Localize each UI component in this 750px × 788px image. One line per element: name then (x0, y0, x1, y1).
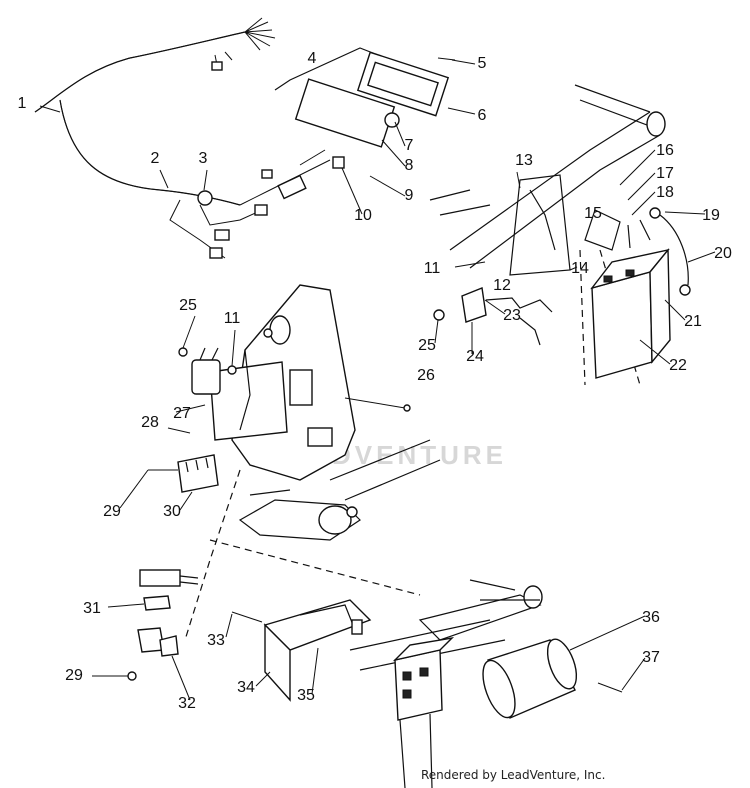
callout-15: 15 (584, 205, 602, 222)
wire-route-dashed-2 (209, 539, 421, 596)
callout-14: 14 (571, 260, 589, 277)
callout-32: 32 (178, 695, 196, 712)
solenoid (392, 636, 455, 788)
callout-27: 27 (173, 405, 191, 422)
callout-30: 30 (163, 503, 181, 520)
callout-25: 25 (179, 297, 197, 314)
flasher-unit (178, 347, 237, 395)
tail-light-assembly (274, 47, 456, 169)
callout-21: 21 (684, 313, 702, 330)
callout-22: 22 (669, 357, 687, 374)
battery (590, 207, 691, 379)
lower-frame (238, 439, 543, 671)
callout-11: 11 (224, 310, 241, 327)
bolt-head-26 (403, 404, 411, 412)
mounting-plate (209, 284, 356, 481)
callout-23: 23 (503, 307, 521, 324)
screw-head-29 (127, 671, 137, 681)
callout-28: 28 (141, 414, 159, 431)
callout-11: 11 (424, 260, 441, 277)
callout-5: 5 (478, 55, 487, 72)
callout-7: 7 (405, 137, 414, 154)
callout-8: 8 (405, 157, 414, 174)
callout-17: 17 (656, 165, 674, 182)
callout-29: 29 (103, 503, 121, 520)
callout-36: 36 (642, 609, 660, 626)
relay-bracket (433, 287, 553, 346)
callout-13: 13 (515, 152, 533, 169)
callout-16: 16 (656, 142, 674, 159)
starter-bracket (231, 599, 372, 702)
callout-9: 9 (405, 187, 414, 204)
callout-24: 24 (466, 348, 484, 365)
callout-29: 29 (65, 667, 83, 684)
callout-33: 33 (207, 632, 225, 649)
wire-harness (34, 17, 331, 259)
callout-20: 20 (714, 245, 732, 262)
callout-1: 1 (18, 95, 27, 112)
callout-25: 25 (418, 337, 436, 354)
relay-31 (137, 569, 199, 657)
callout-18: 18 (656, 184, 674, 201)
callout-6: 6 (478, 107, 487, 124)
callout-31: 31 (83, 600, 101, 617)
bolt-26 (344, 397, 406, 409)
callout-34: 34 (237, 679, 255, 696)
wire-route-dashed (184, 469, 241, 641)
callout-10: 10 (354, 207, 372, 224)
leader-lines (39, 59, 716, 701)
callout-3: 3 (199, 150, 208, 167)
callout-35: 35 (297, 687, 315, 704)
terminal-block (148, 454, 219, 493)
callout-26: 26 (417, 367, 435, 384)
starter-motor (482, 638, 623, 719)
callout-19: 19 (702, 207, 720, 224)
credit-line: Rendered by LeadVenture, Inc. (421, 768, 606, 782)
callout-12: 12 (493, 277, 511, 294)
callout-4: 4 (308, 50, 317, 67)
callout-37: 37 (642, 649, 660, 666)
callout-2: 2 (151, 150, 160, 167)
